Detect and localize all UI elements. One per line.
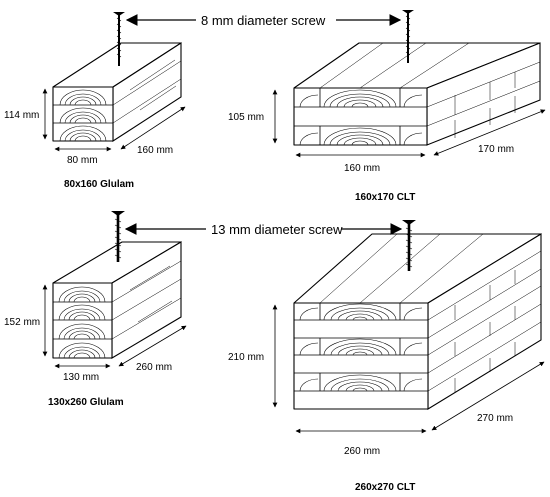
clt-160x170-width-label: 160 mm xyxy=(344,163,380,174)
glulam-80x160-depth-dimension xyxy=(120,106,186,150)
clt-260x270-height-label: 210 mm xyxy=(228,352,264,363)
clt-160x170-growth-rings xyxy=(299,89,423,146)
glulam-130x260-growth-rings xyxy=(58,286,106,359)
clt-260x270-specimen: 210 mm 260 mm 270 mm 260x270 CLT xyxy=(228,233,545,493)
clt-160x170-specimen: 105 mm 160 mm 170 mm 160x170 CLT xyxy=(228,42,546,203)
clt-160x170-depth-label: 170 mm xyxy=(478,144,514,155)
glulam-130x260-depth-dimension xyxy=(118,325,187,367)
clt-160x170-depth-dimension xyxy=(433,109,546,156)
clt-260x270-depth-dimension xyxy=(431,361,545,431)
glulam-130x260-width-label: 130 mm xyxy=(63,372,99,383)
screw-13mm-left xyxy=(111,211,125,262)
glulam-80x160-growth-rings xyxy=(59,89,107,142)
clt-160x170-height-label: 105 mm xyxy=(228,112,264,123)
glulam-130x260-caption: 130x260 Glulam xyxy=(48,397,124,408)
clt-260x270-depth-label: 270 mm xyxy=(477,413,513,424)
glulam-80x160-depth-label: 160 mm xyxy=(137,145,173,156)
glulam-130x260-height-label: 152 mm xyxy=(4,317,40,328)
screw-8mm-right xyxy=(402,10,414,63)
glulam-130x260-depth-label: 260 mm xyxy=(136,362,172,373)
screw-13mm-right xyxy=(402,220,416,271)
glulam-130x260-specimen: 152 mm 130 mm 260 mm 130x260 Glulam xyxy=(4,241,187,408)
clt-160x170-caption: 160x170 CLT xyxy=(355,192,415,203)
glulam-80x160-height-label: 114 mm xyxy=(4,110,39,121)
screw-13mm-label: 13 mm diameter screw xyxy=(211,222,343,237)
clt-260x270-growth-rings xyxy=(299,303,423,392)
glulam-80x160-width-label: 80 mm xyxy=(67,155,98,166)
glulam-80x160-caption: 80x160 Glulam xyxy=(64,179,134,190)
screw-8mm-label: 8 mm diameter screw xyxy=(201,13,326,28)
glulam-80x160-specimen: 114 mm 80 mm 160 mm 80x160 Glulam xyxy=(4,41,186,190)
clt-260x270-caption: 260x270 CLT xyxy=(355,482,415,493)
screw-8mm-left xyxy=(113,12,125,66)
clt-260x270-width-label: 260 mm xyxy=(344,446,380,457)
